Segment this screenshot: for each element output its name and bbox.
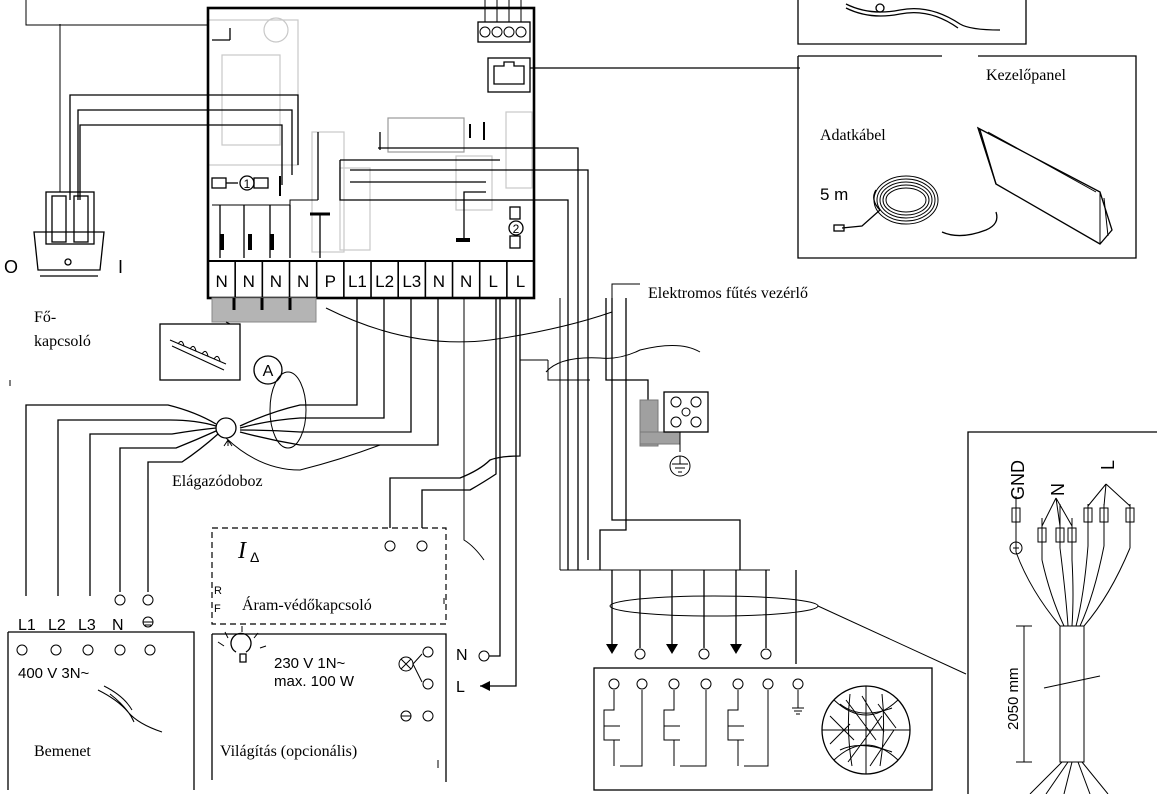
heater-box bbox=[559, 298, 933, 791]
input-term-l3: L3 bbox=[78, 617, 96, 634]
heating-control-label: Elektromos fűtés vezérlő bbox=[648, 285, 808, 302]
cable-length-dimension: 2050 mm bbox=[1005, 667, 1022, 730]
control-unit-box bbox=[206, 6, 536, 300]
fuse-1-icon bbox=[211, 175, 269, 191]
main-switch-label-2: kapcsoló bbox=[34, 333, 91, 350]
heater-cable-bundle bbox=[609, 595, 819, 617]
jumper-strip-icon bbox=[159, 297, 317, 381]
terminal-label: L bbox=[489, 272, 498, 291]
main-switch-label-1: Fő- bbox=[34, 309, 56, 326]
out-l-label: L bbox=[456, 679, 465, 696]
terminal-label: N bbox=[460, 272, 472, 291]
marker-a-label: A bbox=[263, 363, 274, 380]
terminal-label: N bbox=[297, 272, 309, 291]
input-term-l2: L2 bbox=[48, 617, 66, 634]
data-cable-label: Adatkábel bbox=[820, 127, 886, 144]
ground-terminal-icon bbox=[605, 298, 709, 477]
switch-on-label: I bbox=[118, 257, 123, 277]
terminal-label: L3 bbox=[402, 272, 421, 291]
fuse-2-icon bbox=[508, 206, 524, 249]
marker-a-icon bbox=[253, 355, 283, 385]
detail-callout-line bbox=[817, 605, 967, 675]
gnd-label: GND bbox=[1008, 460, 1028, 500]
lighting-label: Világítás (opcionális) bbox=[220, 743, 357, 760]
lighting-voltage-label: 230 V 1N~ bbox=[274, 655, 346, 672]
cable-bundle-ring bbox=[269, 371, 307, 449]
sensor-connector-block bbox=[477, 0, 531, 43]
terminal-label: L bbox=[516, 272, 525, 291]
rcd-label: Áram-védőkapcsoló bbox=[242, 595, 372, 614]
rcd-symbol-sub: Δ bbox=[250, 549, 259, 565]
terminal-label: N bbox=[243, 272, 255, 291]
fuse-2-mark: 2 bbox=[513, 222, 520, 236]
heating-callout-line bbox=[325, 283, 640, 343]
rcd-symbol: I bbox=[237, 538, 247, 564]
terminal-label: L1 bbox=[348, 272, 367, 291]
out-n-label: N bbox=[456, 647, 468, 664]
input-wires bbox=[25, 404, 381, 596]
terminal-label: N bbox=[215, 272, 227, 291]
heater-supply-wire-2 bbox=[599, 298, 627, 570]
terminal-label: N bbox=[270, 272, 282, 291]
main-switch-icon bbox=[25, 0, 208, 277]
terminal-label: N bbox=[433, 272, 445, 291]
input-voltage-label: 400 V 3N~ bbox=[18, 665, 90, 682]
lighting-max-label: max. 100 W bbox=[274, 673, 355, 690]
n-wires-label: N bbox=[1048, 483, 1068, 496]
cable-length-label: 5 m bbox=[820, 185, 848, 204]
pcb-ghost-outline bbox=[207, 17, 533, 253]
switch-off-label: O bbox=[4, 257, 18, 277]
lighting-box bbox=[211, 626, 447, 782]
data-jack-icon bbox=[487, 57, 531, 93]
junction-box-label: Elágazódoboz bbox=[172, 473, 263, 490]
input-terminal-box bbox=[7, 594, 195, 790]
control-panel-label: Kezelőpanel bbox=[986, 67, 1067, 84]
sensor-box bbox=[530, 0, 1027, 69]
nl-output-wires bbox=[463, 298, 517, 691]
cable-detail-box bbox=[967, 431, 1157, 794]
junction-box-icon bbox=[215, 417, 237, 439]
input-label: Bemenet bbox=[34, 743, 91, 760]
control-panel-box bbox=[797, 55, 1137, 259]
pcb-internal-wiring bbox=[69, 94, 589, 570]
terminal-to-junction-wires bbox=[9, 298, 439, 446]
input-term-n: N bbox=[112, 617, 124, 634]
corner-mark bbox=[212, 28, 231, 41]
input-term-l1: L1 bbox=[18, 617, 36, 634]
terminal-label: P bbox=[325, 272, 336, 291]
rcd-r-mark: R bbox=[214, 585, 222, 597]
rcd-f-mark: F bbox=[214, 603, 221, 615]
terminal-label: L2 bbox=[375, 272, 394, 291]
heater-supply-wire-1 bbox=[611, 298, 741, 570]
fuse-1-mark: 1 bbox=[244, 177, 251, 191]
l-wires-label: L bbox=[1098, 460, 1118, 470]
data-cable-coil-icon bbox=[833, 175, 939, 232]
